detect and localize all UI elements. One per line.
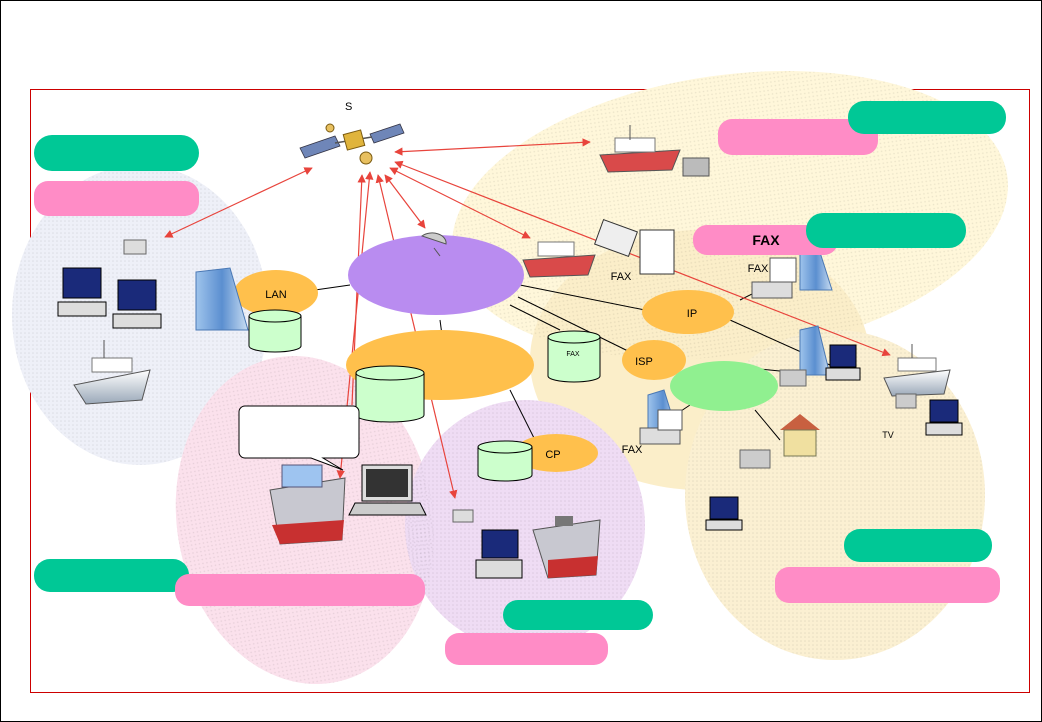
central-network-node (348, 235, 524, 315)
database-cp (477, 440, 533, 482)
pink-label-pill (445, 633, 608, 665)
building-icons (195, 245, 833, 436)
label-pills (34, 101, 1006, 665)
green-label-pill (806, 213, 966, 248)
ip-label: IP (687, 308, 697, 320)
fax-db-label: FAX (566, 351, 580, 358)
ship-icons (73, 125, 951, 579)
fax-machine-icon (751, 257, 797, 299)
pink-label-pill (718, 119, 878, 155)
telephone-icon (779, 369, 807, 387)
printer-icon (123, 239, 147, 255)
passenger-ship-left-icon (73, 340, 151, 405)
fax-callout-label: FAX (752, 232, 780, 248)
database-lan (248, 309, 302, 353)
green-label-pill (34, 135, 199, 171)
cp-node (514, 434, 598, 472)
pink-fax-pill (693, 225, 838, 255)
green-label-pill (503, 600, 653, 630)
cargo-ship-icon (532, 516, 601, 579)
lan-node (234, 270, 318, 316)
building-icon (195, 267, 249, 331)
printer-icon (452, 509, 474, 523)
fax-bldg-left-label: FAX (622, 444, 643, 456)
computer-icon (825, 344, 861, 381)
cargo-ship-left-icon (269, 464, 346, 545)
laptop-icon (348, 464, 427, 516)
passenger-ship-right-icon (883, 344, 951, 397)
telephone-icon (895, 393, 917, 409)
computer-icon (475, 529, 523, 579)
switch-node (670, 361, 778, 411)
speech-bubble (238, 405, 360, 471)
house-icon (780, 414, 820, 457)
fax-document-icon (593, 218, 675, 275)
database-icons (248, 309, 601, 482)
satellite-label: S (345, 101, 352, 113)
tv-label: TV (882, 430, 894, 440)
green-label-pill (844, 529, 992, 562)
satellite-icon (299, 123, 405, 165)
pink-label-pill (775, 567, 1000, 603)
telephone-icon (739, 449, 771, 469)
antenna-icon (420, 232, 447, 257)
green-label-pill (34, 559, 189, 592)
fax-bldg-right-label: FAX (748, 263, 769, 275)
camera-icon (682, 157, 710, 177)
computer-icon (705, 496, 743, 531)
lan-label: LAN (265, 289, 286, 301)
network-nodes (234, 235, 778, 472)
fax-doc-label: FAX (611, 271, 632, 283)
computer-icon (112, 279, 162, 329)
pink-label-pill (34, 181, 199, 216)
fax-machine-icon (639, 409, 683, 445)
computer-icon (57, 267, 107, 317)
isp-label: ISP (635, 356, 653, 368)
green-label-pill (848, 101, 1006, 134)
cp-label: CP (545, 449, 560, 461)
isp-node (622, 340, 686, 380)
database-core (355, 365, 425, 423)
database-fax (547, 330, 601, 383)
fishing-ship-mid-icon (522, 241, 596, 278)
fishing-ship-top-icon (599, 125, 681, 173)
computer-icons (57, 218, 963, 579)
ip-node (642, 290, 734, 334)
computer-icon (925, 399, 963, 436)
pink-label-pill (175, 574, 425, 606)
